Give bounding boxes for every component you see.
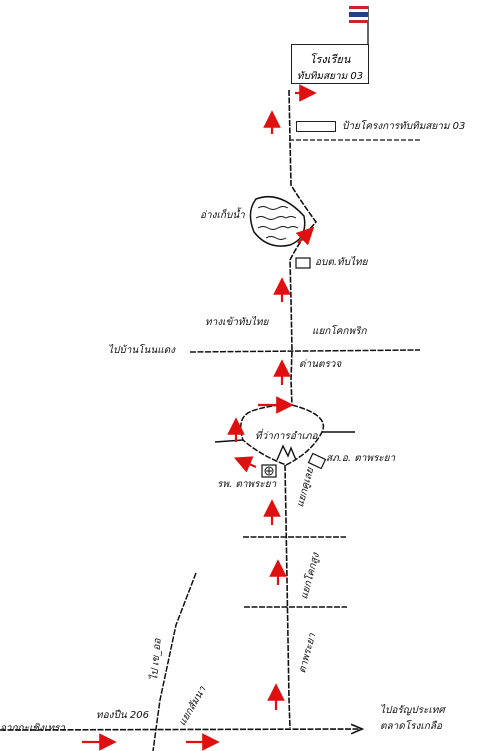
obt-building-icon bbox=[295, 257, 311, 269]
label-rong-kluea-market: ตลาดโรงเกลือ bbox=[380, 721, 442, 732]
label-obt: อบต.ทับไทย bbox=[315, 257, 368, 268]
label-reservoir: อ่างเก็บน้ำ bbox=[200, 210, 245, 221]
label-from-watthana: จากกะเชิงเทรา bbox=[0, 723, 66, 734]
label-to-aranyaprathet: ไปอรัญประเทศ bbox=[380, 705, 445, 716]
mountain-icon bbox=[276, 444, 297, 461]
school-box: โรงเรียน ทับทิมสยาม 03 bbox=[291, 44, 369, 84]
arrow-reservoir bbox=[295, 226, 315, 246]
label-district-office: ที่ว่าการอำเภอ bbox=[255, 431, 318, 442]
label-road-206: ทองปืน 206 bbox=[96, 710, 149, 721]
thai-flag-icon bbox=[349, 6, 369, 44]
school-name: โรงเรียน bbox=[309, 53, 351, 66]
district-loop bbox=[240, 404, 325, 466]
hospital-icon bbox=[261, 464, 277, 478]
direction-arrows bbox=[82, 84, 317, 751]
label-project-sign: ป้ายโครงการทับทิมสยาม 03 bbox=[342, 121, 466, 132]
label-to-ban-non-daeng: ไปบ้านโนนแดง bbox=[108, 345, 176, 356]
district-road-west bbox=[214, 439, 244, 443]
arrow-left-hospital bbox=[233, 456, 257, 473]
label-hospital: รพ. ตาพระยา bbox=[217, 479, 277, 490]
label-checkpoint: ด่านตรวจ bbox=[299, 359, 342, 370]
reservoir-icon bbox=[249, 195, 306, 247]
label-police: สภ.อ. ตาพระยา bbox=[326, 453, 396, 464]
label-to-tab-thai: ทางเข้าทับไทย bbox=[205, 317, 269, 328]
project-sign-icon bbox=[296, 121, 336, 132]
main-road bbox=[284, 89, 318, 729]
label-khok-phrik: แยกโคกพริก bbox=[312, 326, 367, 337]
side-road-diagonal bbox=[152, 572, 197, 751]
cross-road-non-daeng bbox=[189, 349, 421, 353]
police-building-icon bbox=[307, 452, 327, 470]
school-sub: ทับทิมสยาม 03 bbox=[296, 71, 364, 82]
